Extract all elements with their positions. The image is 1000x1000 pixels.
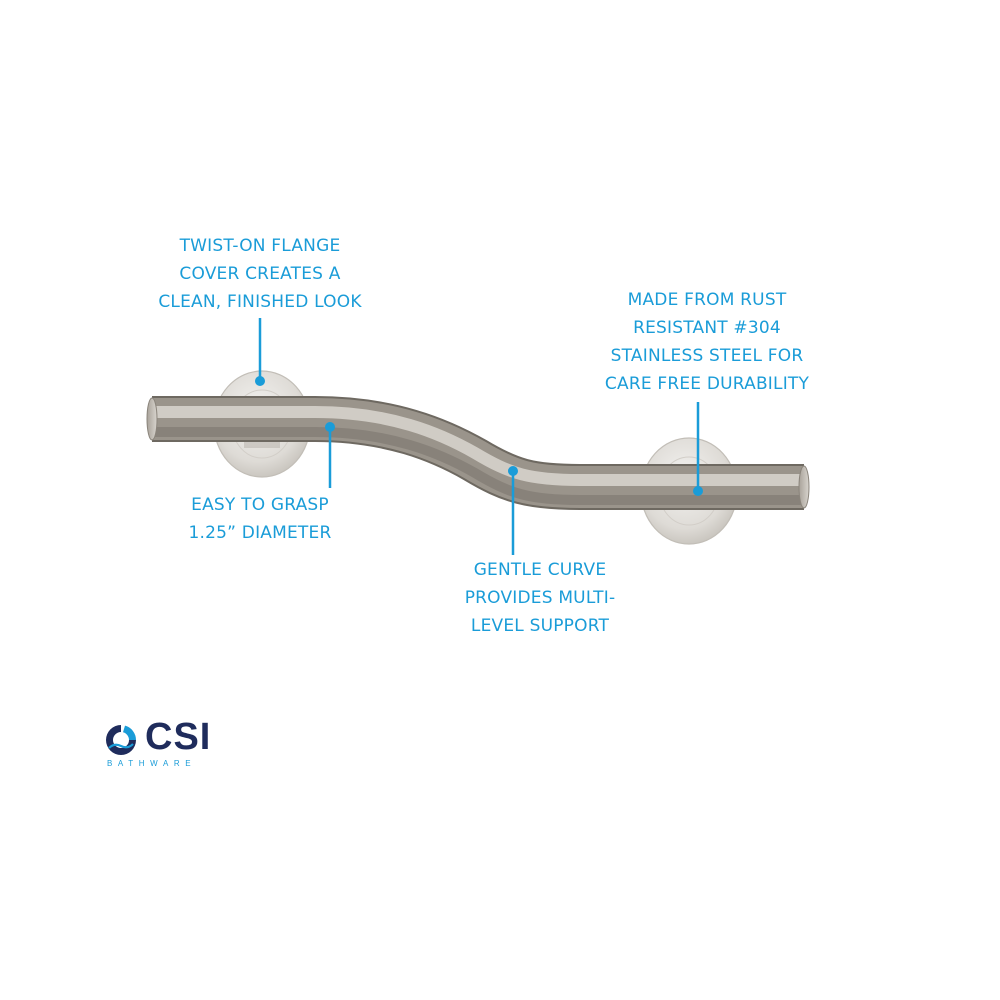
leader-curve — [508, 466, 518, 555]
swirl-logo-icon — [106, 725, 136, 755]
callout-line: PROVIDES MULTI- — [464, 588, 616, 608]
callout-stainless-steel: MADE FROM RUST RESISTANT #304 STAINLESS … — [592, 286, 822, 398]
callout-line: STAINLESS STEEL FOR — [610, 346, 804, 366]
callout-line: RESISTANT #304 — [633, 318, 781, 338]
leader-flange — [255, 318, 265, 386]
callout-gentle-curve: GENTLE CURVE PROVIDES MULTI- LEVEL SUPPO… — [430, 556, 650, 640]
leader-steel — [693, 402, 703, 496]
grab-bar — [146, 396, 810, 510]
callout-diameter: EASY TO GRASP 1.25” DIAMETER — [150, 491, 370, 547]
callout-line: LEVEL SUPPORT — [470, 616, 610, 636]
logo-wordmark: CSI — [145, 716, 212, 758]
callout-line: CLEAN, FINISHED LOOK — [158, 292, 362, 312]
callout-line: COVER CREATES A — [179, 264, 341, 284]
callout-line: CARE FREE DURABILITY — [604, 374, 810, 394]
logo-subtitle: BATHWARE — [107, 759, 197, 768]
callout-line: GENTLE CURVE — [473, 560, 607, 580]
callout-line: TWIST-ON FLANGE — [179, 236, 341, 256]
callout-line: EASY TO GRASP — [191, 495, 329, 515]
leader-grasp — [325, 422, 335, 488]
callout-line: MADE FROM RUST — [627, 290, 787, 310]
callout-line: 1.25” DIAMETER — [188, 523, 332, 543]
callout-flange-cover: TWIST-ON FLANGE COVER CREATES A CLEAN, F… — [140, 232, 380, 316]
brand-logo: CSI BATHWARE — [103, 716, 223, 772]
